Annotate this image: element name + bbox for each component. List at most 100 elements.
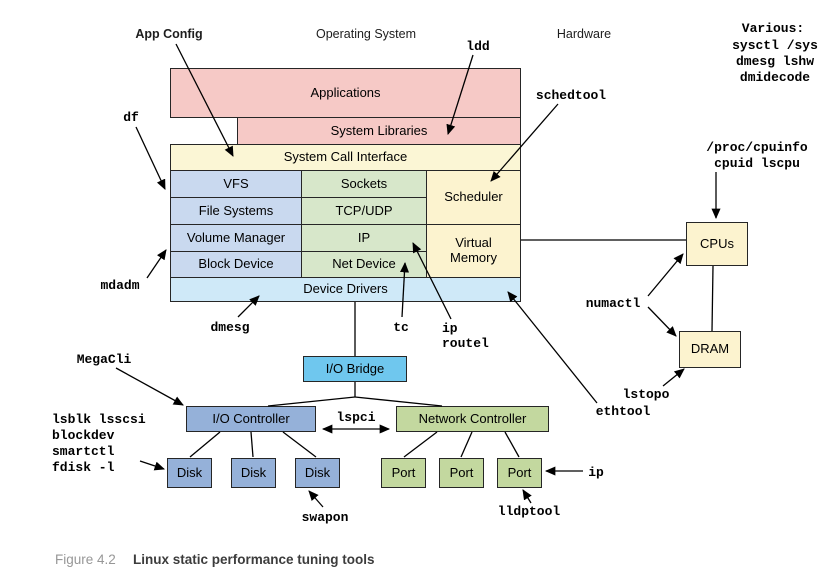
box-label: System Libraries	[330, 122, 428, 138]
box-system-call-interface: System Call Interface	[170, 144, 521, 171]
tool-ip-port: ip	[588, 465, 604, 480]
arrow-lstopo	[662, 368, 685, 387]
tool-proc-cpuinfo: /proc/cpuinfo	[706, 140, 808, 155]
box-label: Block Device	[198, 256, 274, 272]
box-net-device: Net Device	[301, 251, 427, 278]
box-label: VFS	[223, 175, 249, 191]
line-bridge-to-io-controller	[267, 396, 356, 407]
box-label: Virtual Memory	[450, 235, 497, 265]
box-device-drivers: Device Drivers	[170, 277, 521, 302]
box-disk-1: Disk	[167, 458, 212, 488]
arrow-lldptool	[522, 489, 532, 504]
tool-fdisk-l: fdisk -l	[52, 460, 115, 475]
app-config-label: App Config	[135, 27, 203, 41]
tool-mdadm: mdadm	[100, 278, 140, 293]
box-ip: IP	[301, 224, 427, 252]
box-file-systems: File Systems	[170, 197, 302, 225]
line-ioc-to-disk-1	[189, 431, 221, 458]
tool-lstopo: lstopo	[622, 387, 670, 402]
tool-df: df	[123, 110, 139, 125]
box-cpus: CPUs	[686, 222, 748, 266]
box-tcp-udp: TCP/UDP	[301, 197, 427, 225]
box-dram: DRAM	[679, 331, 741, 368]
arrow-df	[135, 126, 166, 190]
box-label: Scheduler	[444, 189, 503, 205]
tool-ethtool: ethtool	[595, 404, 651, 419]
line-cpus-to-dram	[711, 265, 714, 332]
box-label: Disk	[240, 464, 267, 480]
tool-blockdev: blockdev	[52, 428, 115, 443]
box-label: CPUs	[700, 235, 734, 251]
tool-sysctl-sys: sysctl /sys	[732, 38, 818, 53]
box-label: IP	[357, 229, 371, 245]
tool-dmesg: dmesg	[210, 320, 250, 335]
tool-megacli: MegaCli	[76, 352, 132, 367]
tool-ip-routel-line2: routel	[442, 336, 489, 351]
box-label: TCP/UDP	[335, 202, 393, 218]
box-label: I/O Controller	[212, 410, 290, 426]
arrow-numactl-dram	[647, 306, 677, 337]
tool-dmesg-lshw: dmesg lshw	[735, 54, 815, 69]
figure-number: Figure 4.2	[55, 552, 116, 567]
box-block-device: Block Device	[170, 251, 302, 278]
tool-swapon: swapon	[301, 510, 349, 525]
box-label: Applications	[310, 84, 381, 100]
box-port-3: Port	[497, 458, 542, 488]
box-label: Network Controller	[418, 410, 527, 426]
line-bridge-to-network-controller	[354, 396, 443, 407]
line-ioc-to-disk-2	[250, 431, 254, 458]
box-disk-3: Disk	[295, 458, 340, 488]
box-label: System Call Interface	[283, 149, 408, 165]
tool-cpuid-lscpu: cpuid lscpu	[714, 156, 800, 171]
box-label: I/O Bridge	[325, 360, 385, 376]
arrow-ethtool	[507, 291, 598, 404]
box-io-controller: I/O Controller	[186, 406, 316, 432]
figure-title: Linux static performance tuning tools	[133, 552, 375, 567]
box-network-controller: Network Controller	[396, 406, 549, 432]
arrow-numactl-cpus	[647, 253, 684, 297]
line-ioc-to-disk-3	[282, 431, 317, 458]
tool-ldd: ldd	[466, 39, 490, 54]
tool-schedtool: schedtool	[535, 88, 607, 103]
box-sockets: Sockets	[301, 170, 427, 198]
box-label: Net Device	[332, 256, 396, 272]
box-applications: Applications	[170, 68, 521, 118]
box-scheduler: Scheduler	[426, 170, 521, 225]
tool-ip-routel-line1: ip	[442, 321, 458, 336]
tool-lldptool: lldptool	[497, 504, 561, 519]
arrow-disk-tools	[139, 460, 165, 471]
box-system-libraries: System Libraries	[237, 117, 521, 145]
box-label: Volume Manager	[186, 229, 286, 245]
tool-numactl: numactl	[585, 296, 641, 311]
box-label: Sockets	[340, 175, 388, 191]
box-io-bridge: I/O Bridge	[303, 356, 407, 382]
arrow-swapon	[308, 490, 324, 508]
box-virtual-memory: Virtual Memory	[426, 224, 521, 278]
operating-system-label: Operating System	[315, 27, 417, 41]
box-port-2: Port	[439, 458, 484, 488]
tool-dmidecode: dmidecode	[739, 70, 811, 85]
box-label: Port	[449, 464, 474, 480]
tool-tc: tc	[393, 320, 409, 335]
arrow-mdadm	[146, 249, 167, 279]
box-label: Disk	[176, 464, 203, 480]
arrow-megacli	[115, 367, 184, 406]
tool-lspci: lspci	[336, 410, 376, 425]
box-port-1: Port	[381, 458, 426, 488]
box-disk-2: Disk	[231, 458, 276, 488]
box-label: Port	[391, 464, 416, 480]
line-nc-to-port-2	[460, 431, 473, 458]
box-volume-manager: Volume Manager	[170, 224, 302, 252]
box-label: Port	[507, 464, 532, 480]
tool-smartctl: smartctl	[52, 444, 115, 459]
line-nc-to-port-3	[504, 431, 520, 458]
tool-lsblk-lsscsi: lsblk lsscsi	[52, 412, 146, 427]
hardware-label: Hardware	[556, 27, 612, 41]
box-label: Disk	[304, 464, 331, 480]
various-label: Various:	[741, 21, 805, 36]
box-label: DRAM	[690, 341, 730, 357]
box-label: File Systems	[198, 202, 274, 218]
line-nc-to-port-1	[403, 431, 438, 458]
box-vfs: VFS	[170, 170, 302, 198]
